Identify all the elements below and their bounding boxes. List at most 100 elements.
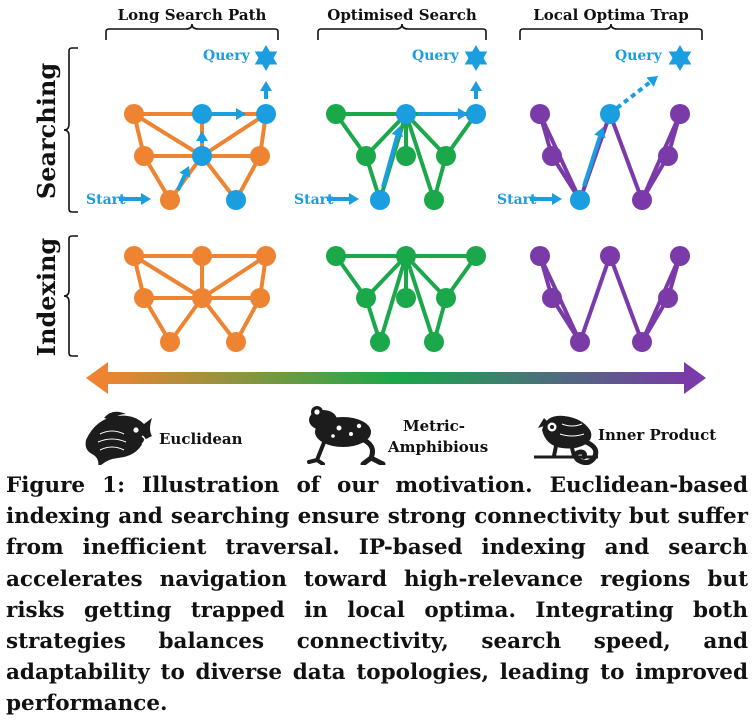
metric-label-amphibious-line2: Amphibious [387,438,488,456]
graph-node [192,246,212,266]
graph-node [424,332,444,352]
graph-node [160,190,180,210]
visited-node [466,104,486,124]
graph-node [396,146,416,166]
search-path-arrow-head [594,127,606,139]
graph-indexing-inner-product [530,246,690,352]
graph-node [670,246,690,266]
graph-node [134,288,154,308]
graph-edge [404,112,436,202]
graph-indexing-metric-amphibious [326,246,486,352]
visited-node [192,146,212,166]
visited-node [226,190,246,210]
graph-node [424,190,444,210]
search-path-arrow-head [470,81,482,91]
frog-icon [307,406,386,465]
graph-node [436,146,456,166]
query-label-long-search: Query [203,48,251,64]
graph-node [542,288,562,308]
graph-node [124,246,144,266]
panel-title-long-search: Long Search Path [118,6,267,24]
chameleon-icon [534,415,599,465]
graph-node [326,246,346,266]
search-path-arrow-head [141,193,151,205]
graph-indexing-euclidean [124,246,276,352]
graph-edge [200,112,268,158]
search-path-arrow-head [260,81,272,91]
query-star-icon [464,51,488,71]
metric-spectrum-arrow [86,362,706,394]
graph-edge [132,254,204,300]
search-path-arrow-head [236,108,246,120]
row-label-indexing: Indexing [32,238,61,357]
graph-node [226,332,246,352]
search-path-arrow-head [349,193,359,205]
query-star-icon [254,51,278,71]
visited-node [192,104,212,124]
search-path-arrow-head [391,126,404,138]
graph-node [192,288,212,308]
fish-icon [85,411,152,465]
metric-label-amphibious-line1: Metric- [403,417,465,435]
search-path-arrow-head [646,76,658,87]
graph-node [160,332,180,352]
graph-node [356,146,376,166]
visited-node [370,190,390,210]
visited-node [570,190,590,210]
metric-label-euclidean: Euclidean [159,430,243,448]
graph-edge [132,112,204,158]
graph-node [124,104,144,124]
brace-indexing [63,235,78,357]
start-label-long-search: Start [86,192,126,208]
row-label-searching: Searching [32,63,61,199]
search-path-arrow-head [552,193,562,205]
search-path-arrow [615,80,652,110]
visited-node [600,104,620,124]
graph-node [466,246,486,266]
motivation-figure: Long Search Path Optimised Search Local … [32,6,716,465]
graph-node [396,246,416,266]
visited-node [396,104,416,124]
graph-node [632,332,652,352]
graph-node [600,246,620,266]
search-path-arrow [582,135,602,187]
graph-node [250,288,270,308]
graph-edge [404,254,436,344]
brace-optimised [317,23,487,40]
graph-edge [200,254,268,300]
figure-caption: Figure 1: Illustration of our motivation… [6,473,748,717]
visited-node [256,104,276,124]
graph-node [542,146,562,166]
graph-long-search [119,45,278,210]
graph-edge [608,254,644,344]
metric-label-inner-product: Inner Product [598,426,716,444]
panel-title-optimised: Optimised Search [327,6,477,24]
search-path-arrow [381,135,400,188]
graph-node [134,146,154,166]
graph-node [530,104,550,124]
panel-title-local-trap: Local Optima Trap [533,6,689,24]
search-path-arrow [176,174,187,191]
query-star-icon [668,51,692,71]
graph-node [256,246,276,266]
search-path-arrow-head [196,131,208,141]
graph-node [632,190,652,210]
graph-node [326,104,346,124]
graph-node [250,146,270,166]
search-path-arrow-head [458,108,468,120]
query-label-optimised: Query [412,48,460,64]
graph-node [370,332,390,352]
start-label-local-trap: Start [497,192,537,208]
graph-edge [378,254,408,344]
brace-local-trap [519,23,703,40]
graph-node [658,288,678,308]
graph-node [670,104,690,124]
graph-node [530,246,550,266]
query-label-local-trap: Query [615,48,663,64]
brace-searching [63,47,78,213]
graph-optimised-search [326,45,488,210]
graph-node [570,332,590,352]
graph-edge [608,112,644,202]
graph-node [436,288,456,308]
graph-node [658,146,678,166]
